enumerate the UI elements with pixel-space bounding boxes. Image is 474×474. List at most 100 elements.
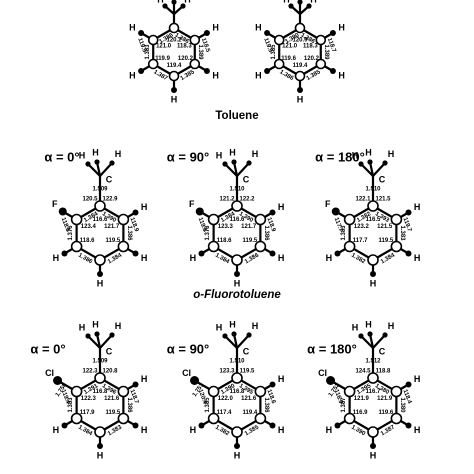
molecule-fluoro-180 xyxy=(331,159,412,277)
hydrogen-atom xyxy=(269,422,276,429)
bond-angle: 116.5 xyxy=(366,217,381,223)
methyl-hydrogen-label: H xyxy=(352,322,359,332)
methyl-hydrogen xyxy=(222,161,228,167)
methyl-ch-bond xyxy=(371,161,387,178)
hydrogen-label: H xyxy=(278,425,285,435)
substituent-angle: 120.8 xyxy=(102,369,118,375)
methyl-hydrogen-label: H xyxy=(157,0,164,4)
methyl-hydrogen xyxy=(109,332,115,338)
ring-carbon xyxy=(390,213,403,226)
hydrogen-atom xyxy=(97,271,103,277)
bond-length: 1.383 xyxy=(68,397,74,413)
bond-length: 1.386 xyxy=(263,225,269,241)
bond-length: 1.387 xyxy=(341,397,347,413)
fluorine-atom xyxy=(58,207,67,216)
ring-carbon xyxy=(315,34,327,46)
methyl-hydrogen-label: H xyxy=(365,319,372,329)
methyl-carbon-label: C xyxy=(379,346,386,356)
bond-angle: 119.5 xyxy=(243,238,258,244)
external-angle: 119.4 xyxy=(60,389,71,405)
methyl-hydrogen xyxy=(231,331,237,337)
external-angle: 118.6 xyxy=(266,389,277,405)
hydrogen-label: H xyxy=(190,425,197,435)
hydrogen-label: H xyxy=(278,253,285,263)
hydrogen-atom xyxy=(132,209,139,216)
bond-length: 1.378 xyxy=(205,225,211,241)
methyl-hydrogen-label: H xyxy=(252,149,259,159)
ring-carbon xyxy=(294,70,306,82)
methyl-hydrogen xyxy=(382,160,388,166)
substituent-angle: 122.2 xyxy=(239,197,255,203)
ring-carbon xyxy=(189,34,201,46)
hydrogen-label: H xyxy=(141,425,148,435)
external-angle: 119.6 xyxy=(197,217,208,233)
ring-carbon xyxy=(343,240,356,253)
bond-angle: 123.3 xyxy=(218,224,234,230)
ring-carbon xyxy=(343,385,356,398)
ring-carbon xyxy=(273,58,285,70)
hydrogen-label: H xyxy=(141,374,148,384)
hydrogen-label: H xyxy=(414,202,421,212)
hydrogen-label: H xyxy=(129,70,136,80)
bond-angle: 118.3 xyxy=(303,44,318,50)
molecule-chloro-180 xyxy=(326,331,412,449)
c-c-bond-length: 1.509 xyxy=(92,359,108,365)
ring-carbon xyxy=(231,200,243,212)
hydrogen-atom xyxy=(198,250,205,257)
ring-carbon xyxy=(70,412,83,425)
hydrogen-label: H xyxy=(53,253,60,263)
hydrogen-atom xyxy=(264,30,271,36)
methyl-hydrogen xyxy=(85,161,91,167)
bond-angle: 121.7 xyxy=(241,224,257,230)
external-angle: 118.9 xyxy=(266,217,277,233)
methyl-hydrogen-label: H xyxy=(92,319,99,329)
ring-carbon xyxy=(147,58,159,70)
methyl-hydrogen xyxy=(288,3,294,9)
molecule-toluene-b xyxy=(264,0,336,93)
ring-carbon xyxy=(254,412,267,425)
ring-carbon xyxy=(94,254,106,266)
methyl-ch-bond xyxy=(98,333,114,350)
alpha-label: α = 180° xyxy=(307,341,357,356)
methyl-carbon-label: C xyxy=(106,346,113,356)
bond-angle: 120.9 xyxy=(292,38,308,44)
hydrogen-atom xyxy=(61,422,68,429)
ring-carbon xyxy=(70,213,83,226)
substituent-angle: 118.8 xyxy=(376,369,391,375)
hydrogen-atom xyxy=(97,443,103,449)
hydrogen-atom xyxy=(203,68,210,74)
hydrogen-label: H xyxy=(97,450,104,460)
external-angle: 116.9 xyxy=(333,389,344,405)
fluorine-atom xyxy=(331,207,340,216)
ring-carbon xyxy=(294,22,306,34)
hydrogen-atom xyxy=(334,422,341,429)
methyl-hydrogen-label: H xyxy=(352,150,359,160)
methyl-ch-bond xyxy=(359,162,375,178)
bond-angle: 116.6 xyxy=(230,217,245,223)
ring-carbon xyxy=(254,385,267,398)
methyl-hydrogen xyxy=(382,332,388,338)
hydrogen-label: H xyxy=(234,278,241,288)
methyl-hydrogen-label: H xyxy=(252,321,259,331)
bond-length: 1.385 xyxy=(271,44,277,60)
ring-carbon xyxy=(168,70,180,82)
methyl-hydrogen-label: H xyxy=(388,149,395,159)
methyl-hydrogen-label: H xyxy=(310,0,317,4)
bond-angle: 121.9 xyxy=(377,396,393,402)
bond-angle: 121.9 xyxy=(354,396,370,402)
hydrogen-atom xyxy=(405,209,412,216)
bond-angle: 122.0 xyxy=(218,396,234,402)
bond-angle: 121.5 xyxy=(377,224,393,230)
methyl-ch-bond xyxy=(359,334,375,350)
methyl-ch-bond xyxy=(371,333,387,350)
hydrogen-label: H xyxy=(212,70,219,80)
hydrogen-label: H xyxy=(370,450,377,460)
bond-angle: 118.3 xyxy=(177,44,192,50)
methyl-hydrogen xyxy=(222,333,228,339)
bond-angle: 119.5 xyxy=(106,410,121,416)
hydrogen-label: H xyxy=(129,22,136,32)
alpha-label: α = 0° xyxy=(30,341,65,356)
bond-length: 1.389 xyxy=(197,44,203,60)
methyl-hydrogen-label: H xyxy=(388,321,395,331)
methyl-hydrogen-label: H xyxy=(92,147,99,157)
